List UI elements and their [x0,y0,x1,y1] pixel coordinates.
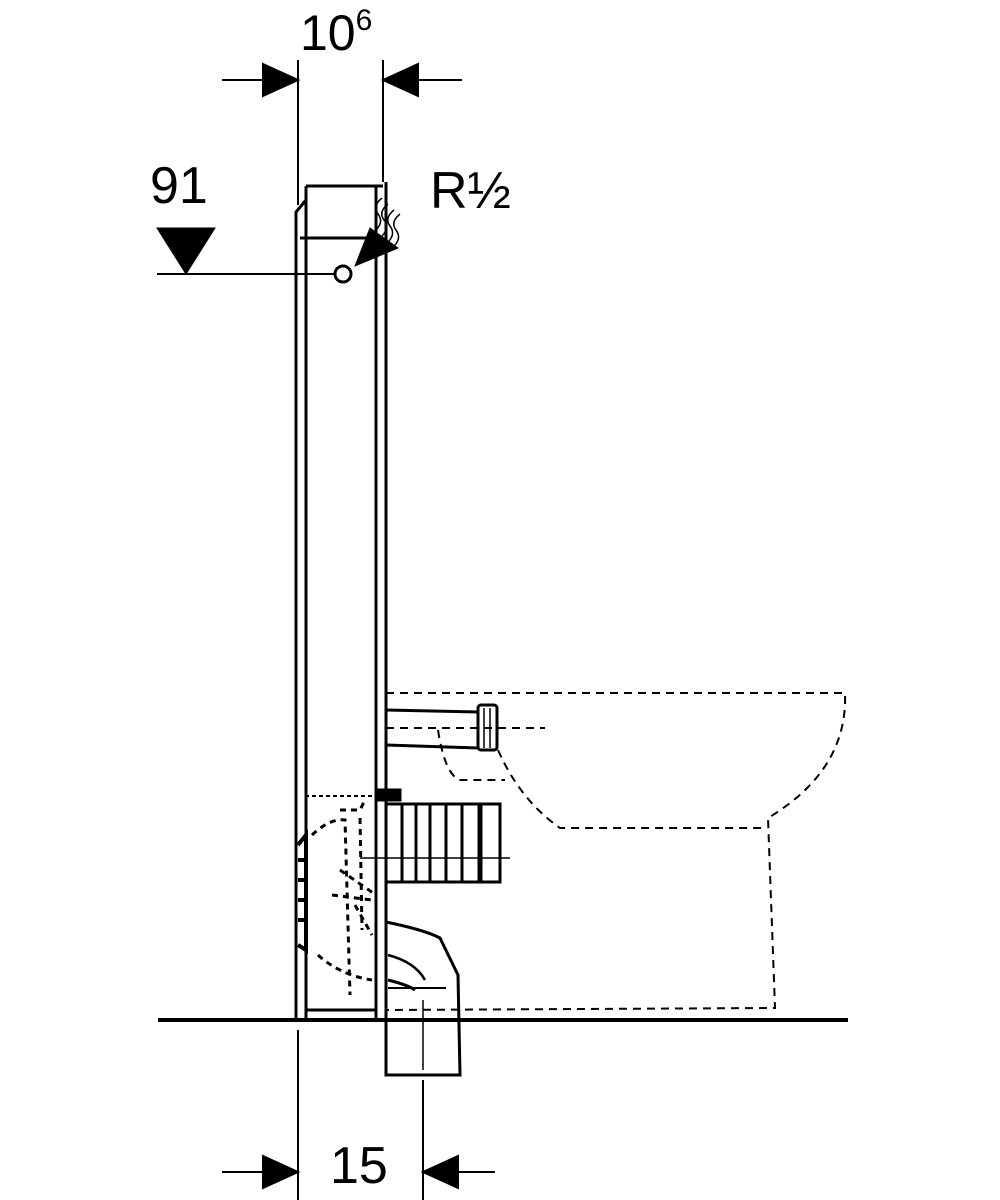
drain-elbow [384,920,462,1077]
module-depth-value: 10 [300,5,356,61]
drain-offset-label: 15 [330,1137,388,1195]
water-inlet-arrow [354,197,401,267]
water-connection-label: R½ [430,162,511,220]
installation-module [294,182,388,1020]
height-marker [156,227,353,284]
flush-pipe [385,703,499,752]
connection-height-label: 91 [150,157,208,215]
level-triangle-icon [156,227,216,275]
arrow-right-icon [262,62,301,98]
module-depth-label: 106 [300,5,372,61]
water-connection-circle [333,264,353,284]
corrugated-connector [305,788,510,884]
arrow-left-icon [420,1154,459,1190]
bottom-dimension [222,1030,495,1200]
top-dimension [222,60,462,205]
module-depth-superscript: 6 [355,4,373,37]
arrow-icon [354,227,400,267]
toilet-outline [385,692,847,1011]
arrow-right-icon [262,1154,301,1190]
cistern-internals [310,799,377,996]
arrow-left-icon [380,62,419,98]
side-bracket [296,829,308,954]
